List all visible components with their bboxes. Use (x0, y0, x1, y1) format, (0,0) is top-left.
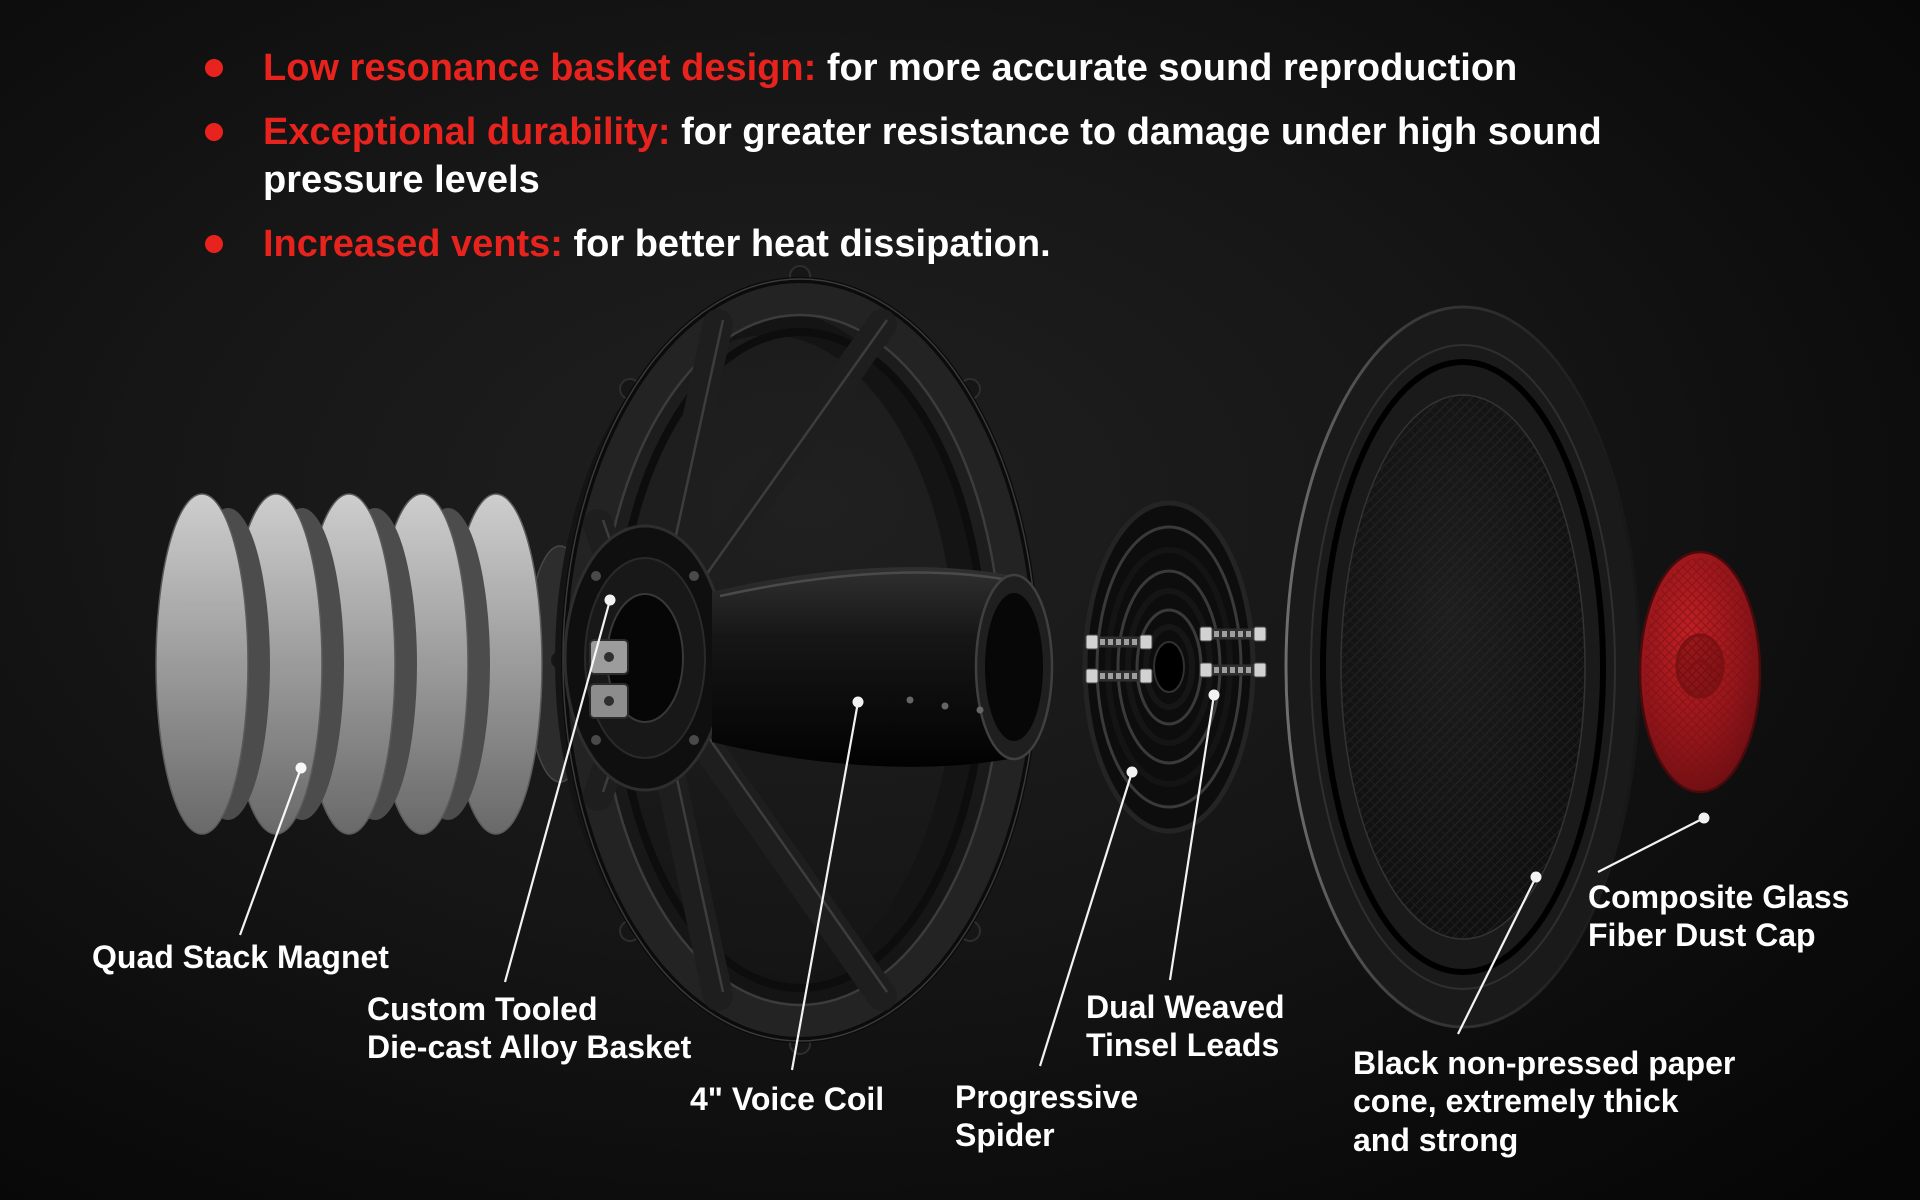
tinsel-leads-illustration (1085, 626, 1267, 684)
feature-bullet: Exceptional durability: for greater resi… (205, 108, 1685, 205)
feature-bullet: Increased vents: for better heat dissipa… (205, 220, 1685, 269)
cone-illustration (1284, 305, 1642, 1029)
feature-text: for better heat dissipation. (573, 222, 1051, 265)
dust-cap-illustration (1638, 550, 1762, 794)
label-dust-cap: Composite Glass Fiber Dust Cap (1588, 879, 1850, 954)
feature-lead: Increased vents: (263, 222, 563, 265)
bullet-icon (205, 59, 223, 77)
label-cone: Black non-pressed paper cone, extremely … (1353, 1045, 1736, 1158)
label-voice-coil: 4" Voice Coil (690, 1081, 885, 1117)
label-tinsel-leads: Dual Weaved Tinsel Leads (1086, 989, 1285, 1064)
feature-text: for more accurate sound reproduction (826, 47, 1518, 89)
basket-illustration (549, 265, 1051, 1055)
bullet-icon (205, 122, 223, 141)
leader-lines (238, 594, 1710, 1071)
label-basket: Custom Tooled Die-cast Alloy Basket (367, 991, 692, 1066)
magnet-illustration (155, 493, 595, 835)
terminal-block (589, 639, 629, 719)
label-spider: Progressive Spider (955, 1079, 1139, 1154)
feature-lead: Low resonance basket design: (263, 47, 817, 89)
voice-coil-illustration (712, 567, 1054, 767)
feature-text: for greater resistance to damage under h… (263, 110, 1602, 202)
feature-lead: Exceptional durability: (263, 110, 671, 153)
bullet-icon (205, 234, 223, 253)
feature-bullet: Low resonance basket design: for more ac… (205, 44, 1685, 93)
label-quad-stack-magnet: Quad Stack Magnet (92, 939, 389, 975)
feature-list: Low resonance basket design: for more ac… (205, 44, 1685, 284)
